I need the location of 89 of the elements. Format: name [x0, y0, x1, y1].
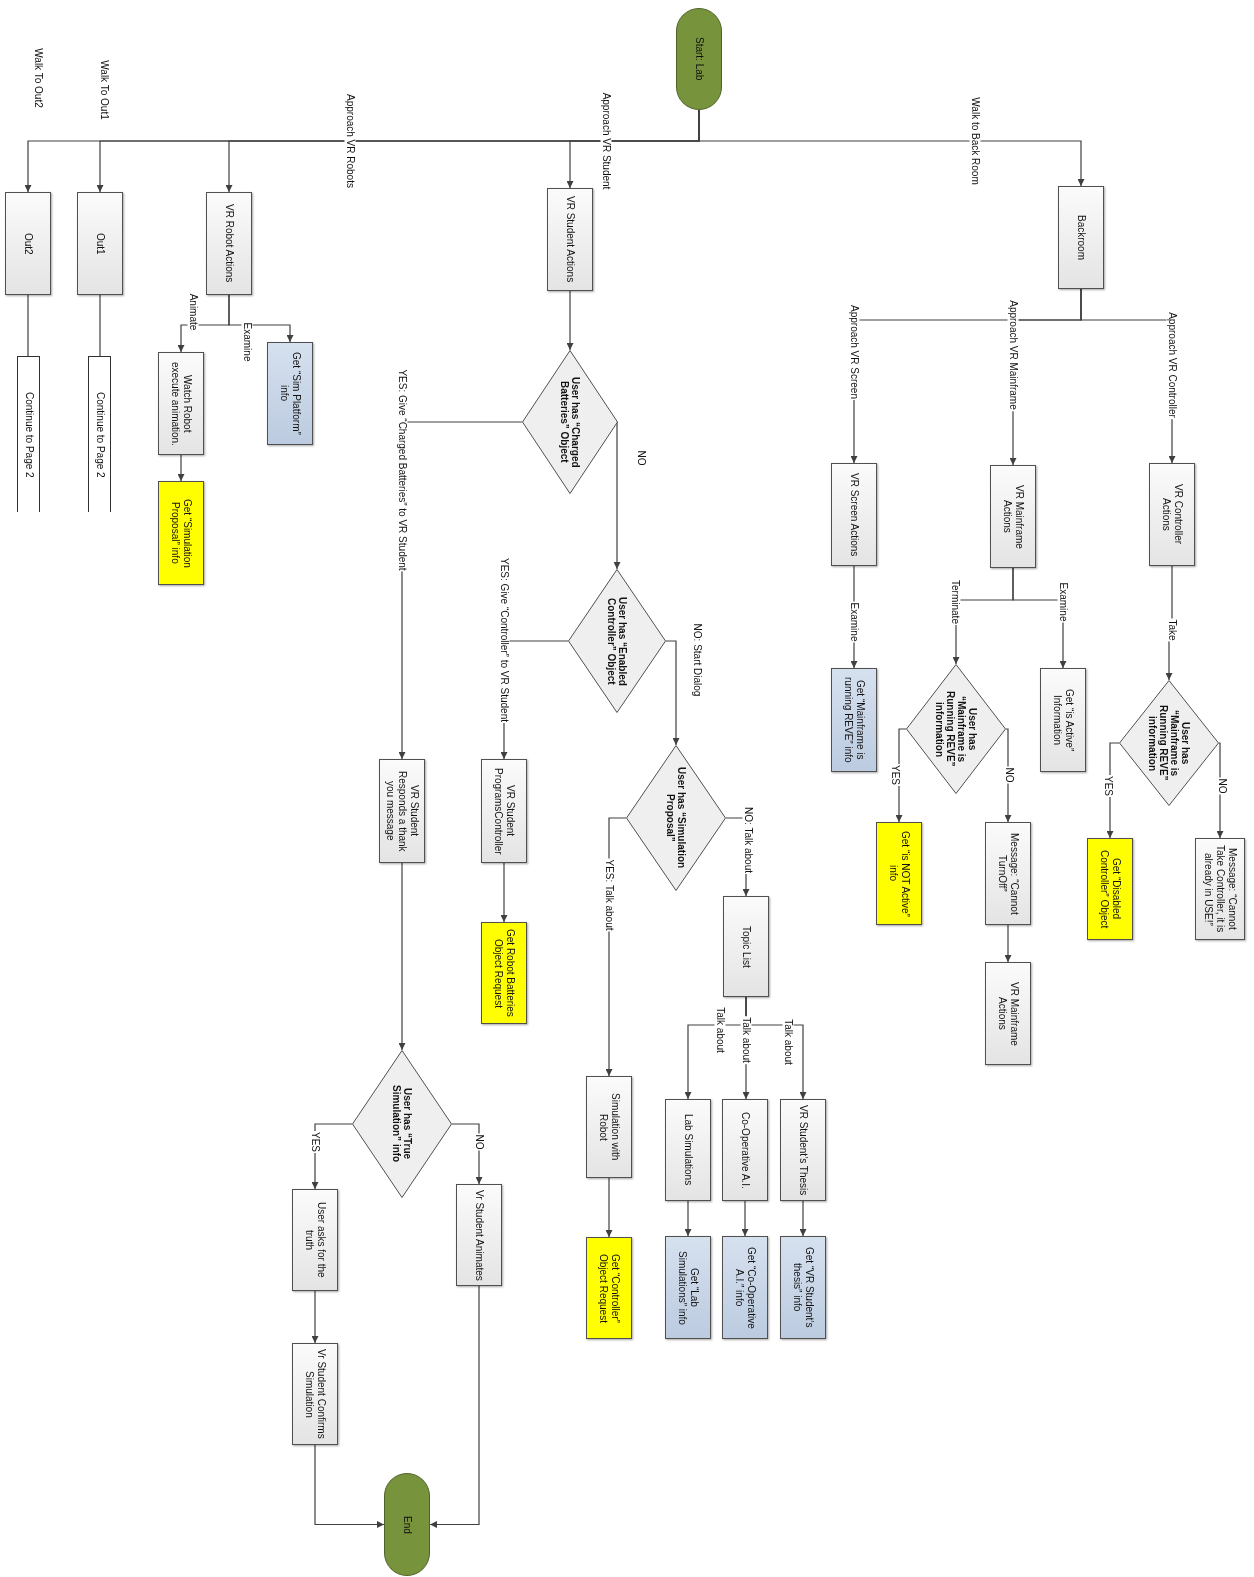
process-box: Get “Controller” Object Request [586, 1237, 632, 1339]
process-box: VR Student Actions [547, 188, 593, 291]
edge-label: Walk To Out2 [32, 47, 44, 109]
connector-arrow [429, 1285, 480, 1528]
edge-label: Examine [1057, 581, 1069, 623]
process-box: Get “Lab Simulations” info [665, 1236, 711, 1339]
decision-diamond: User has “Mainframe is Running REVE” information [1119, 680, 1219, 806]
process-box: Get “Simulation Proposal” info [158, 481, 204, 585]
edge-label: YES [889, 764, 901, 786]
connector-arrow [665, 640, 680, 746]
process-box: User asks for the truth [292, 1189, 338, 1291]
process-box: Get “Mainframe is running REVE” info [831, 668, 877, 772]
connector-arrow [1004, 728, 1012, 823]
process-box: Lab Simulations [665, 1099, 711, 1201]
decision-diamond: User has “Charged Batteries” Object [522, 350, 618, 494]
edge-label: NO [635, 449, 647, 467]
off-page-connector: Continue to Page 2 [88, 356, 111, 512]
edge-label: Take [1166, 618, 1178, 642]
connector-arrow [1165, 565, 1173, 681]
connector-arrow [314, 1444, 385, 1528]
process-box: Get “is NOT Active” info [876, 822, 922, 925]
process-box: Simulation with Robot [586, 1076, 632, 1178]
process-box: VR Student Responds a thank you message [379, 759, 425, 863]
terminal: End [384, 1473, 430, 1576]
connector-arrow [684, 1200, 692, 1237]
edge-label: NO: Start Dialog [691, 622, 703, 698]
process-box: Get “VR Student’s thesis” info [780, 1236, 826, 1339]
edge-label: Approach VR Screen [848, 304, 860, 400]
process-box: Message: “Cannot TurnOff” [985, 822, 1031, 925]
edge-label: NO [1003, 766, 1015, 784]
process-box: Backroom [1058, 186, 1104, 289]
edge-label: Terminate [949, 579, 961, 625]
edge-label: Approach VR Controller [1166, 311, 1178, 419]
decision-diamond: User has “Enabled Controller” Object [568, 569, 666, 713]
edge-label: Talk about [740, 1016, 752, 1064]
edge-label: Approach VR Mainframe [1007, 299, 1019, 411]
off-page-connector: Continue to Page 2 [17, 356, 40, 512]
edge-label: YES: Give “Controller” to VR Student [498, 557, 510, 723]
edge-label: YES: Give “Charged Batteries” to VR Student [396, 368, 408, 572]
edge-label: Approach VR Robots [344, 93, 356, 189]
process-box: VR Student ProgramsController [481, 759, 527, 863]
connector-arrow [566, 290, 574, 351]
process-box: Get “Co-Operative A.I.” info [722, 1236, 768, 1339]
connector-arrow [799, 1200, 807, 1237]
edge-label: YES [1102, 775, 1114, 797]
edge-label: Talk about [782, 1018, 794, 1066]
connector-arrow [1216, 742, 1224, 839]
edge-label: Animate [187, 292, 199, 332]
edge-label: NO: Talk about [742, 806, 754, 874]
process-box: Co-Operative A.I. [722, 1099, 768, 1201]
process-box: VR Student’s Thesis [780, 1099, 826, 1201]
connector-arrow [177, 454, 185, 482]
process-box: Out2 [5, 192, 51, 295]
decision-diamond: User has “Mainframe is Running REVE” information [906, 664, 1006, 794]
process-box: Topic List [723, 896, 769, 997]
process-box: VR Controller Actions [1149, 463, 1195, 566]
connector-arrow [1004, 924, 1012, 963]
process-box: VR Mainframe Actions [985, 962, 1031, 1065]
process-box: Vr Student Confirms Simulation [292, 1343, 338, 1445]
process-box: VR Robot Actions [206, 192, 252, 295]
connector-arrow [741, 1200, 749, 1237]
connector-arrow [605, 1177, 613, 1238]
decision-diamond: User has “True Simulation” info [352, 1050, 452, 1198]
process-box: Get “is Active” Information [1040, 668, 1086, 772]
edge-label: Walk to Back Room [969, 96, 981, 186]
edge-label: Walk To Out1 [98, 59, 110, 121]
edge-label: Examine [241, 321, 253, 363]
connector-arrow [177, 294, 230, 353]
process-box: Message: “Cannot Take Controller, it is already in USE!” [1195, 838, 1245, 940]
edge-label: Talk about [714, 1006, 726, 1054]
process-box: Vr Student Animates [456, 1184, 502, 1286]
process-box: Watch Robot execute animation. [158, 352, 204, 455]
decision-diamond: User has “Simulation Proposal” [626, 745, 726, 891]
process-box: VR Screen Actions [831, 463, 877, 566]
connector-arrow [500, 862, 508, 923]
edge-label: Examine [848, 601, 860, 643]
process-box: Get “Disabled Controller” Object [1087, 838, 1133, 940]
connector-arrow [398, 862, 406, 1051]
edge-label: NO [473, 1133, 485, 1151]
process-box: Get Robot Batteries Object Request [481, 922, 527, 1024]
process-box: Get “Sim Platform” info [267, 342, 313, 445]
terminal: Start: Lab [676, 8, 722, 110]
edge-label: NO [1216, 777, 1228, 795]
process-box: Out1 [77, 192, 123, 295]
connector-arrow [311, 1290, 319, 1344]
edge-label: Approach VR Student [600, 91, 612, 191]
process-box: VR Mainframe Actions [990, 465, 1036, 568]
edge-label: YES [309, 1131, 321, 1153]
edge-label: YES: Talk about [603, 858, 615, 932]
